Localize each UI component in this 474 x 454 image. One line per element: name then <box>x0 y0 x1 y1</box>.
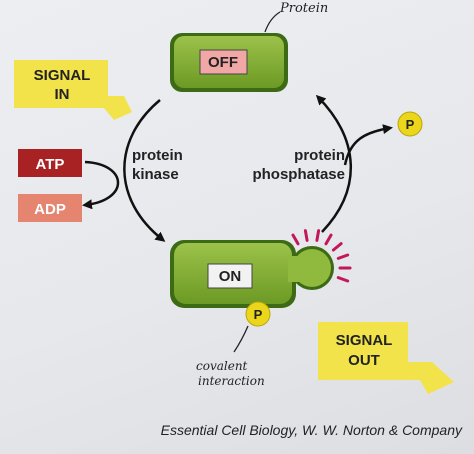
phosphate-release-arrow <box>343 124 393 166</box>
signal-out-line1: SIGNAL <box>336 332 393 349</box>
covalent-line1: covalent <box>196 359 248 373</box>
atp-box: ATP <box>18 149 82 177</box>
on-protein: ON <box>170 240 334 308</box>
attached-phosphate: P <box>245 301 271 327</box>
attached-phosphate-label: P <box>254 307 263 322</box>
adp-box: ADP <box>18 194 82 222</box>
covalent-annotation-line <box>233 325 249 353</box>
off-label-box <box>199 49 248 75</box>
activation-ray <box>324 233 333 246</box>
signaling-diagram: Protein OFF SIGNAL IN ATP ADP protein ki… <box>14 1 454 394</box>
activation-ray <box>336 276 350 283</box>
signal-in-line2: IN <box>55 86 70 103</box>
activation-ray <box>303 229 309 242</box>
signal-out-line2: OUT <box>348 352 380 369</box>
signal-in-line1: SIGNAL <box>34 67 91 84</box>
kinase-arrow <box>123 99 166 242</box>
released-phosphate: P <box>397 111 423 137</box>
covalent-line2: interaction <box>198 374 265 388</box>
adp-label: ADP <box>34 201 66 218</box>
activation-ray <box>336 253 350 260</box>
phosphatase-line1: protein <box>294 147 345 164</box>
activation-ray <box>331 242 343 252</box>
signal-out-arrow: SIGNAL OUT <box>318 322 454 394</box>
kinase-line1: protein <box>132 147 183 164</box>
signal-in-arrow: SIGNAL IN <box>14 60 132 120</box>
phosphatase-arrow <box>315 94 352 233</box>
on-label: ON <box>219 268 242 285</box>
atp-label: ATP <box>36 156 65 173</box>
activation-ray <box>315 229 321 242</box>
activation-ray <box>291 233 300 246</box>
kinase-line2: kinase <box>132 166 179 183</box>
atp-adp-arrow <box>82 160 120 210</box>
off-protein: OFF <box>170 33 288 92</box>
protein-annotation: Protein <box>279 1 328 16</box>
on-label-box <box>207 263 253 289</box>
released-phosphate-label: P <box>406 117 415 132</box>
off-label: OFF <box>208 54 238 71</box>
protein-annotation-line <box>264 11 281 33</box>
source-caption: Essential Cell Biology, W. W. Norton & C… <box>160 422 462 438</box>
phosphatase-line2: phosphatase <box>252 166 345 183</box>
